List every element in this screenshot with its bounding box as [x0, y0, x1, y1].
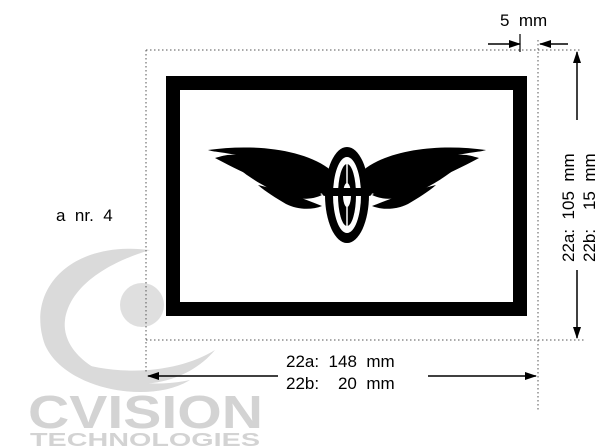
height-label-22b: 22b: 15 mm — [580, 153, 599, 262]
width-label-22a: 22a: 148 mm — [286, 352, 395, 371]
gap-dimension-label: 5 mm — [500, 11, 547, 30]
height-dimension: 22a: 105 mm 22b: 15 mm — [552, 51, 602, 339]
winged-wheel-icon — [208, 147, 486, 243]
watermark-line1: CVISION — [28, 386, 263, 438]
gap-dimension: 5 mm — [488, 11, 568, 52]
dotted-outline — [145, 40, 585, 412]
watermark-line2: TECHNOLOGIES — [30, 430, 260, 447]
width-dimension: 22a: 148 mm 22b: 20 mm — [147, 350, 537, 396]
watermark-eye-icon — [40, 248, 215, 393]
side-label: a nr. 4 — [56, 206, 113, 225]
width-label-22b: 22b: 20 mm — [286, 374, 395, 393]
height-label-22a: 22a: 105 mm — [559, 153, 578, 262]
sign-frame — [166, 76, 527, 316]
